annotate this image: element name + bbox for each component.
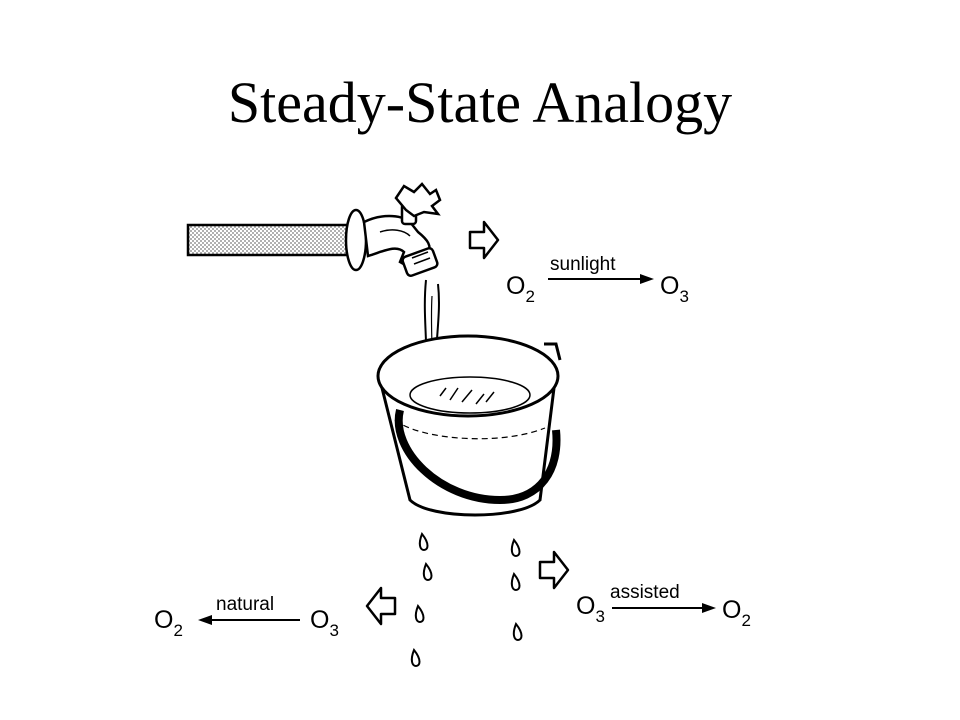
- hose-pipe: [186, 223, 355, 257]
- reaction-right-from: O3: [576, 592, 605, 626]
- slide-title: Steady-State Analogy: [227, 70, 733, 135]
- arrow-right-top: [468, 220, 500, 260]
- reaction-left: O2 natural O3: [154, 594, 339, 640]
- reaction-top-to: O3: [660, 272, 689, 306]
- reaction-top-label: sunlight: [550, 254, 616, 275]
- reaction-left-to: O2: [154, 606, 183, 640]
- drips-illustration: [410, 532, 523, 668]
- reaction-left-from: O3: [310, 606, 339, 640]
- reaction-right-label: assisted: [610, 582, 680, 603]
- reaction-top: O2 sunlight O3: [506, 254, 689, 306]
- arrow-right-bottom: [538, 550, 570, 590]
- reaction-top-from: O2: [506, 272, 535, 306]
- arrow-left: [365, 586, 397, 626]
- process-arrows: [365, 220, 570, 626]
- faucet-illustration: [344, 182, 442, 277]
- reaction-right: O3 assisted O2: [576, 582, 751, 630]
- bucket-illustration: [376, 334, 562, 517]
- reaction-right-to: O2: [722, 596, 751, 630]
- reaction-left-label: natural: [216, 594, 274, 615]
